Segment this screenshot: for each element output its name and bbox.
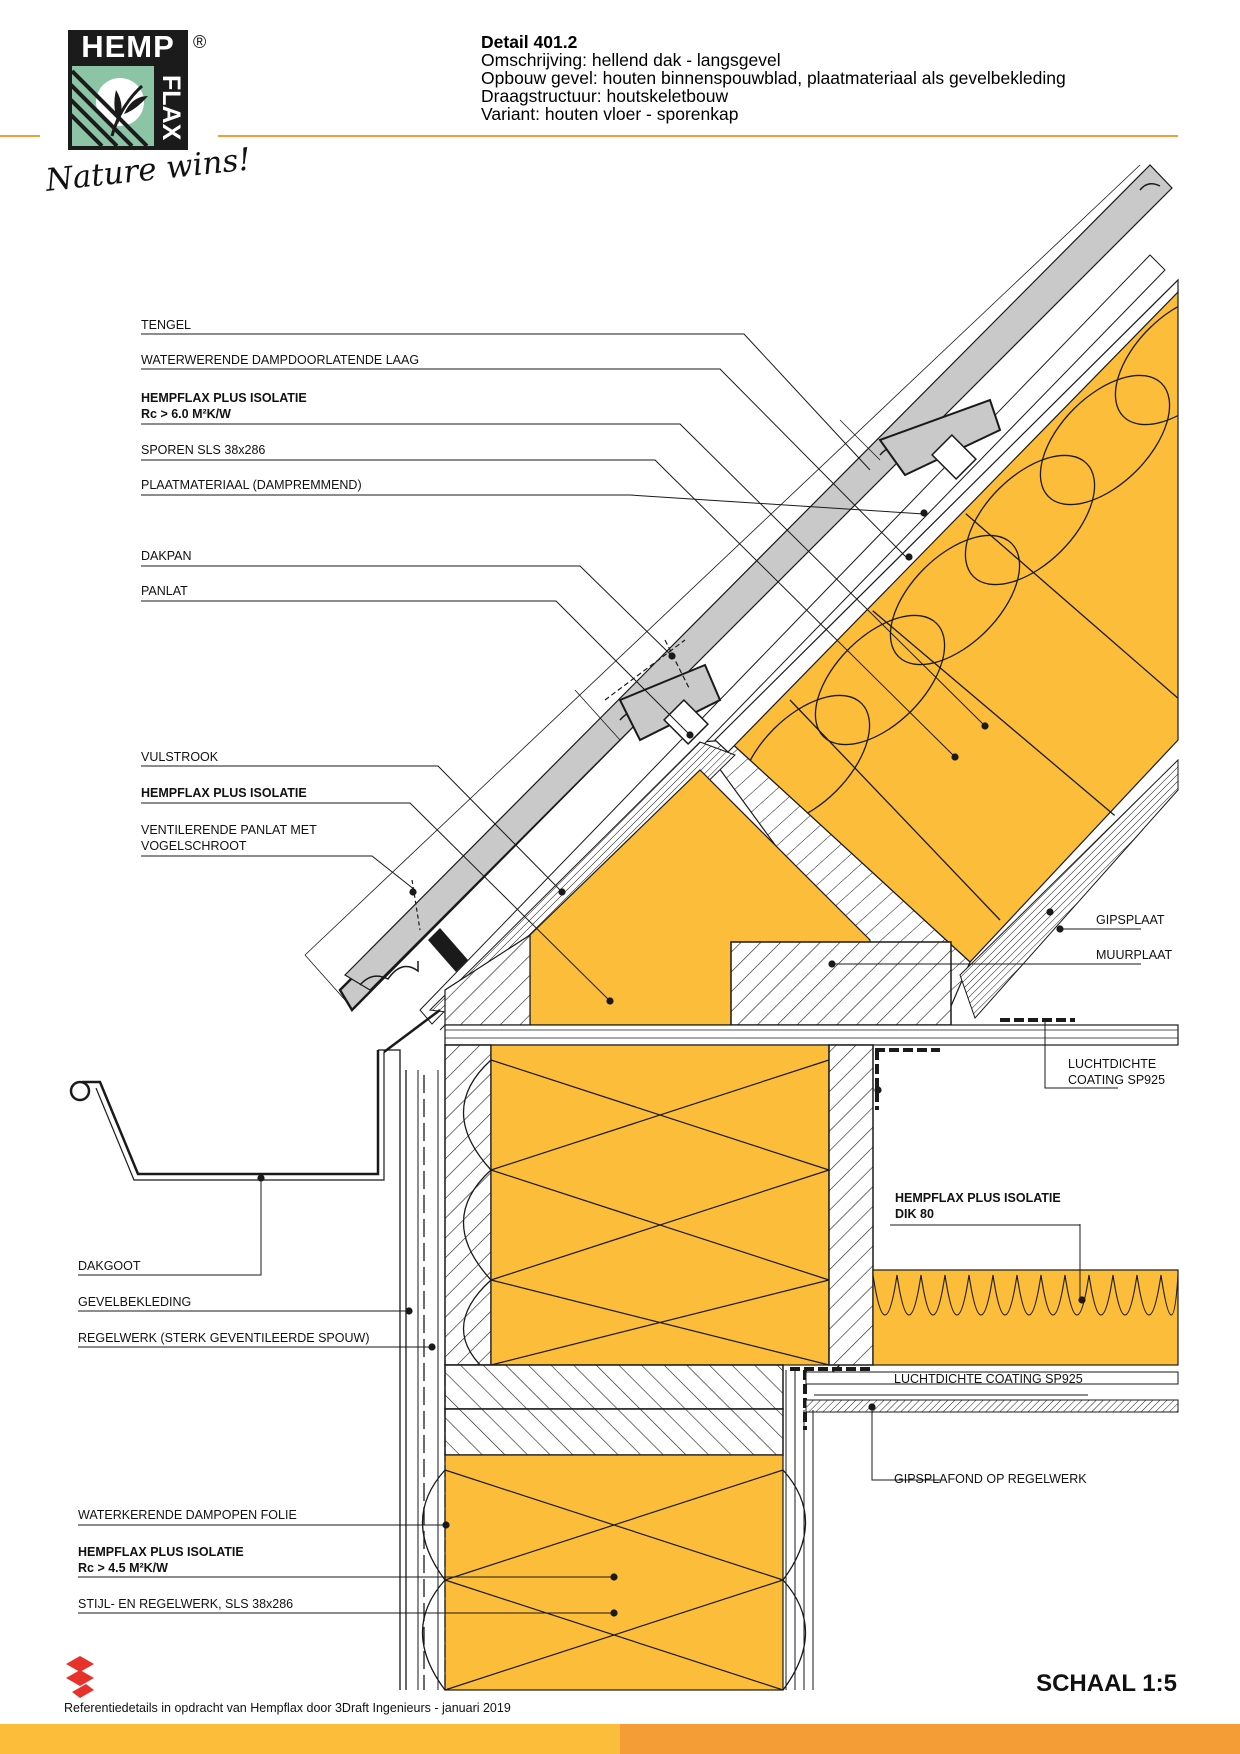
label-luchtdicht-2: COATING SP925 [1068, 1073, 1166, 1087]
label-tengel: TENGEL [141, 318, 192, 332]
detail-structure: Draagstructuur: houtskeletbouw [481, 86, 729, 106]
logo-top-text: HEMP [81, 29, 175, 64]
header-rule-left [0, 135, 40, 137]
label-isolatie-roof: HEMPFLAX PLUS ISOLATIE [141, 391, 307, 405]
label-ventilerende-2: VOGELSCHROOT [141, 839, 247, 853]
wall-stud-right [828, 1044, 874, 1366]
3draft-logo-icon [66, 1656, 94, 1698]
label-waterkerende: WATERKERENDE DAMPOPEN FOLIE [78, 1508, 297, 1522]
detail-facade: Opbouw gevel: houten binnenspouwblad, pl… [481, 68, 1066, 88]
scale-label: SCHAAL 1:5 [1036, 1670, 1177, 1697]
gipsplafond [805, 1399, 1179, 1413]
label-gipsplaat: GIPSPLAAT [1096, 913, 1165, 927]
label-ventilerende-1: VENTILERENDE PANLAT MET [141, 823, 317, 837]
label-luchtdicht-coating: LUCHTDICHTE COATING SP925 [894, 1372, 1083, 1386]
detail-description: Omschrijving: hellend dak - langsgevel [481, 50, 781, 70]
roof-gypsum-board [959, 758, 1179, 1019]
detail-title: Detail 401.2 [481, 32, 578, 52]
top-plate [444, 1024, 1179, 1046]
registered-mark: ® [193, 32, 207, 52]
muurplaat [730, 941, 952, 1026]
label-isolatie-eave: HEMPFLAX PLUS ISOLATIE [141, 786, 307, 800]
wall-stud-left [444, 1044, 492, 1366]
detail-header: Detail 401.2 Omschrijving: hellend dak -… [481, 33, 1066, 123]
panlat-section [663, 699, 709, 745]
label-vulstrook: VULSTROOK [141, 750, 219, 764]
dakgoot [69, 1009, 441, 1181]
label-regelwerk: REGELWERK (STERK GEVENTILEERDE SPOUW) [78, 1331, 370, 1345]
header-rule-right [218, 135, 1178, 137]
footer-credit: Referentiedetails in opdracht van Hempfl… [64, 1701, 511, 1715]
logo-side-text: FLAX [157, 75, 185, 141]
facade-cladding [378, 1024, 446, 1690]
ventilating-batten [428, 928, 468, 972]
logo-leaf-panel [72, 66, 154, 146]
label-waterwerende: WATERWERENDE DAMPDOORLATENDE LAAG [141, 353, 420, 367]
label-panlat: PANLAT [141, 584, 188, 598]
label-gevelbekleding: GEVELBEKLEDING [78, 1295, 192, 1309]
detail-variant: Variant: houten vloer - sporenkap [481, 104, 739, 124]
floor-beam-upper [444, 1364, 784, 1410]
label-sporen: SPOREN SLS 38x286 [141, 443, 266, 457]
label-isolatie-floor: HEMPFLAX PLUS ISOLATIE [895, 1191, 1061, 1205]
footer-bar-orange [620, 1724, 1240, 1754]
roof-tiles [338, 164, 1173, 1012]
label-isolatie-floor-dik: DIK 80 [895, 1207, 934, 1221]
label-muurplaat: MUURPLAAT [1096, 948, 1173, 962]
label-plaatmateriaal: PLAATMATERIAAL (DAMPREMMEND) [141, 478, 362, 492]
label-dakpan: DAKPAN [141, 549, 192, 563]
leaf-icon [72, 69, 149, 146]
wall-insulation-lower [421, 1454, 807, 1691]
hempflax-logo: HEMP FLAX [68, 30, 188, 150]
floor-insulation [872, 1269, 1179, 1366]
label-gipsplafond: GIPSPLAFOND OP REGELWERK [894, 1472, 1087, 1486]
label-luchtdicht-1: LUCHTDICHTE [1068, 1057, 1157, 1071]
floor-beam-lower [444, 1408, 784, 1456]
label-isolatie-roof-rc: Rc > 6.0 M²K/W [141, 407, 231, 421]
label-stijl: STIJL- EN REGELWERK, SLS 38x286 [78, 1597, 294, 1611]
label-dakgoot: DAKGOOT [78, 1259, 141, 1273]
footer-bar-yellow [0, 1724, 620, 1754]
label-isolatie-wall: HEMPFLAX PLUS ISOLATIE [78, 1545, 244, 1559]
wall-insulation-upper [462, 1044, 858, 1376]
label-isolatie-wall-rc: Rc > 4.5 M²K/W [78, 1561, 168, 1575]
